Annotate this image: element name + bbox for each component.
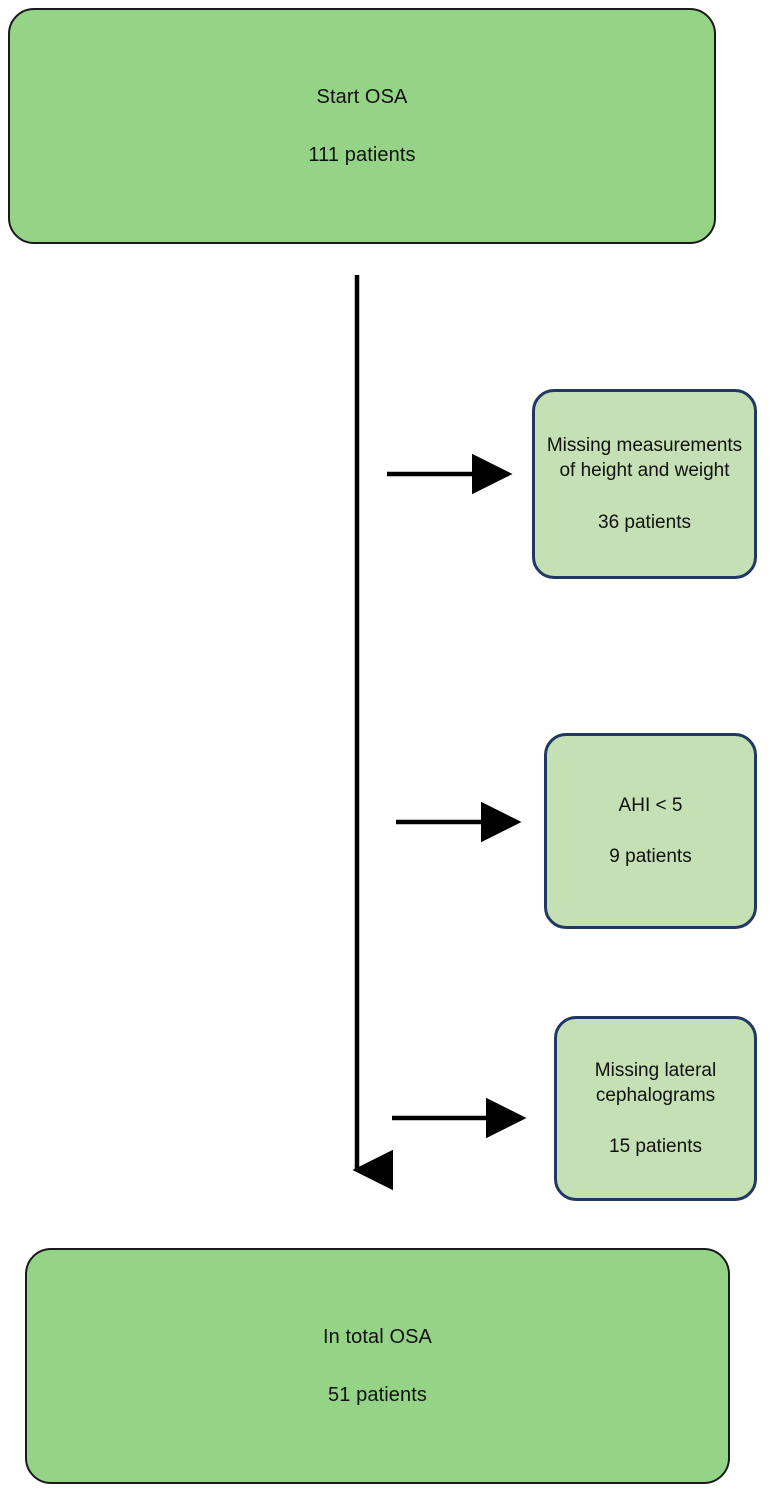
end-node-count: 51 patients [328, 1384, 427, 1406]
exclusion-node-2-title: AHI < 5 [618, 794, 683, 816]
exclusion-node-3-title: Missing lateral cephalograms [594, 1059, 717, 1106]
start-node: Start OSA 111 patients [8, 8, 716, 244]
exclusion-node-missing-cephalograms: Missing lateral cephalograms 15 patients [554, 1016, 757, 1201]
exclusion-node-3-count: 15 patients [609, 1136, 702, 1158]
end-node: In total OSA 51 patients [25, 1248, 730, 1484]
exclusion-node-1-title: Missing measurements of height and weigh… [546, 435, 743, 482]
end-node-title: In total OSA [322, 1326, 433, 1348]
start-node-title: Start OSA [316, 86, 408, 108]
exclusion-node-1-count: 36 patients [598, 511, 691, 533]
start-node-count: 111 patients [308, 144, 416, 166]
exclusion-node-2-count: 9 patients [609, 846, 692, 867]
exclusion-node-ahi-under-5: AHI < 5 9 patients [544, 733, 757, 929]
exclusion-node-missing-height-weight: Missing measurements of height and weigh… [532, 389, 757, 579]
